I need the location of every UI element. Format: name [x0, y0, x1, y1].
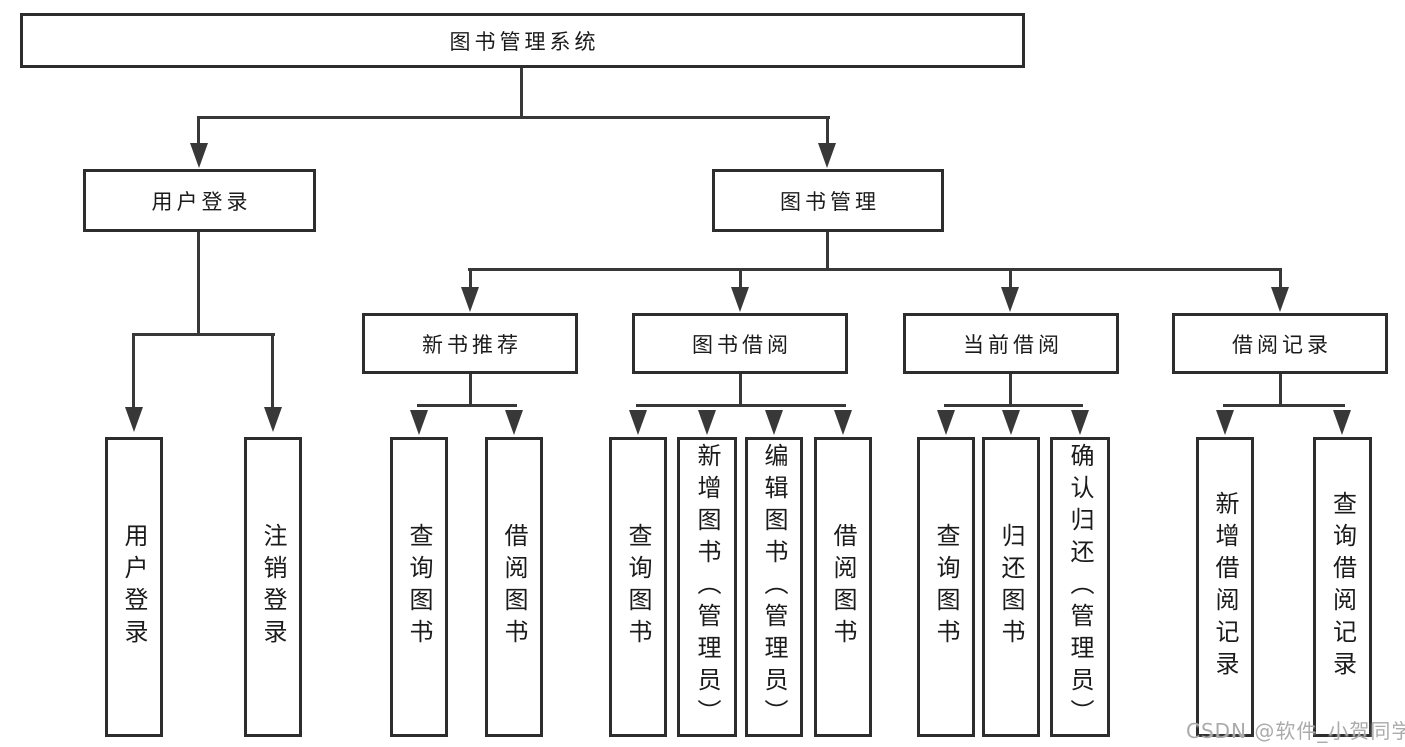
- arrow-down-icon: [698, 410, 716, 435]
- connector-line: [944, 404, 1083, 407]
- leaf-confirm-return-admin: 确认归还（管理员）: [1050, 437, 1110, 737]
- csdn-watermark: CSDN @软件_小贺同学: [1186, 719, 1405, 743]
- leaf-edit-book-admin-label: 编辑图书（管理员）: [760, 443, 788, 731]
- leaf-query-books-borrowing-label: 查询图书: [624, 523, 652, 651]
- leaf-borrow-books-recommend: 借阅图书: [485, 437, 543, 737]
- node-current-borrowing: 当前借阅: [903, 313, 1119, 374]
- leaf-query-books-current: 查询图书: [917, 437, 975, 737]
- node-library-system: 图书管理系统: [20, 13, 1025, 68]
- arrow-down-icon: [1271, 287, 1289, 312]
- arrow-down-icon: [765, 410, 783, 435]
- connector-line: [1009, 271, 1012, 289]
- leaf-query-books-borrowing: 查询图书: [609, 437, 667, 737]
- node-book-management-label: 图书管理: [780, 189, 880, 214]
- arrow-down-icon: [125, 407, 143, 432]
- arrow-down-icon: [937, 410, 955, 435]
- arrow-down-icon: [505, 410, 523, 435]
- connector-line: [197, 119, 200, 147]
- connector-line: [1279, 374, 1282, 405]
- node-book-borrowing: 图书借阅: [632, 313, 848, 374]
- connector-line: [739, 374, 742, 405]
- node-borrowing-records: 借阅记录: [1172, 313, 1388, 374]
- leaf-query-borrow-record-label: 查询借阅记录: [1328, 491, 1357, 683]
- arrow-down-icon: [1002, 410, 1020, 435]
- arrow-down-icon: [1071, 410, 1089, 435]
- arrow-down-icon: [818, 143, 836, 168]
- leaf-return-books: 归还图书: [982, 437, 1040, 737]
- connector-line: [826, 119, 829, 147]
- connector-line: [197, 116, 830, 119]
- connector-line: [132, 336, 135, 407]
- node-new-book-recommend-label: 新书推荐: [422, 332, 522, 357]
- leaf-query-books-current-label: 查询图书: [932, 523, 960, 651]
- leaf-query-books-recommend-label: 查询图书: [405, 523, 433, 651]
- connector-line: [520, 68, 523, 117]
- connector-line: [636, 404, 846, 407]
- node-book-management: 图书管理: [712, 169, 944, 232]
- arrow-down-icon: [264, 407, 282, 432]
- arrow-down-icon: [1333, 410, 1351, 435]
- node-borrowing-records-label: 借阅记录: [1232, 332, 1332, 357]
- arrow-down-icon: [834, 410, 852, 435]
- connector-line: [417, 404, 517, 407]
- leaf-borrow-books-borrowing-label: 借阅图书: [829, 523, 857, 651]
- arrow-down-icon: [731, 287, 749, 312]
- leaf-query-books-recommend: 查询图书: [390, 437, 448, 737]
- leaf-logout: 注销登录: [244, 437, 302, 737]
- connector-line: [469, 271, 472, 289]
- node-book-borrowing-label: 图书借阅: [692, 332, 792, 357]
- arrow-down-icon: [461, 287, 479, 312]
- leaf-add-book-admin: 新增图书（管理员）: [677, 437, 737, 737]
- leaf-user-login: 用户登录: [105, 437, 163, 737]
- leaf-edit-book-admin: 编辑图书（管理员）: [745, 437, 803, 737]
- connector-line: [271, 336, 274, 407]
- leaf-query-borrow-record: 查询借阅记录: [1313, 437, 1372, 737]
- connector-line: [468, 268, 1282, 271]
- node-new-book-recommend: 新书推荐: [362, 313, 578, 374]
- connector-line: [1279, 271, 1282, 289]
- leaf-return-books-label: 归还图书: [997, 523, 1025, 651]
- arrow-down-icon: [1216, 410, 1234, 435]
- node-library-system-label: 图书管理系统: [449, 29, 600, 54]
- node-user-login-label: 用户登录: [151, 189, 252, 214]
- arrow-down-icon: [629, 410, 647, 435]
- connector-line: [1223, 404, 1345, 407]
- arrow-down-icon: [190, 143, 208, 168]
- connector-line: [1009, 374, 1012, 405]
- connector-line: [739, 271, 742, 289]
- connector-line: [197, 232, 200, 334]
- leaf-add-borrow-record: 新增借阅记录: [1196, 437, 1254, 737]
- connector-line: [826, 232, 829, 269]
- leaf-add-borrow-record-label: 新增借阅记录: [1211, 491, 1239, 683]
- arrow-down-icon: [1001, 287, 1019, 312]
- leaf-borrow-books-recommend-label: 借阅图书: [500, 523, 528, 651]
- node-user-login: 用户登录: [83, 169, 316, 232]
- leaf-logout-label: 注销登录: [259, 523, 287, 651]
- node-current-borrowing-label: 当前借阅: [963, 332, 1063, 357]
- connector-line: [132, 333, 275, 336]
- arrow-down-icon: [410, 410, 428, 435]
- leaf-borrow-books-borrowing: 借阅图书: [814, 437, 872, 737]
- leaf-user-login-label: 用户登录: [120, 523, 148, 651]
- connector-line: [469, 374, 472, 405]
- leaf-confirm-return-admin-label: 确认归还（管理员）: [1066, 443, 1094, 731]
- leaf-add-book-admin-label: 新增图书（管理员）: [693, 443, 721, 731]
